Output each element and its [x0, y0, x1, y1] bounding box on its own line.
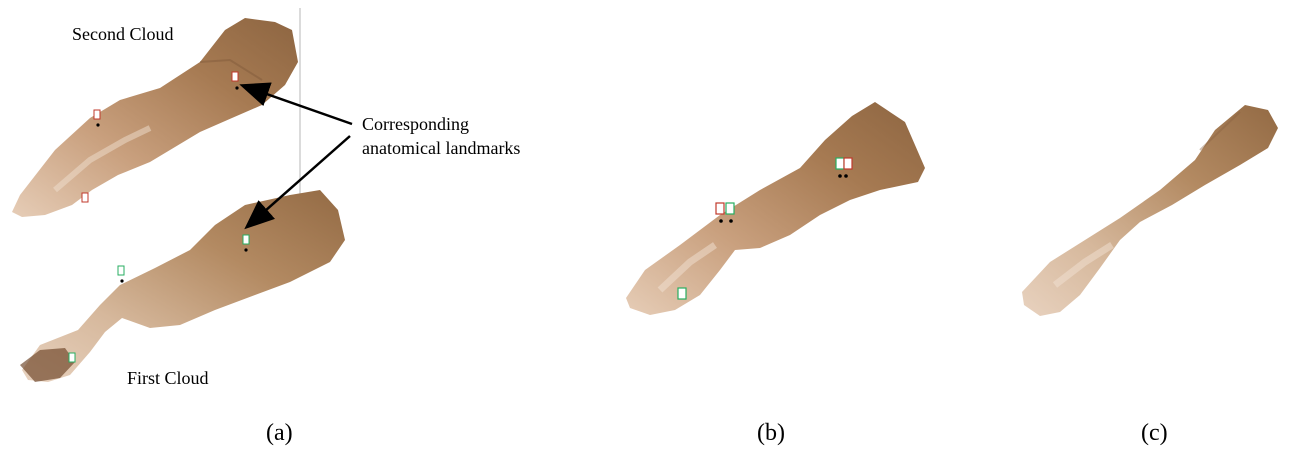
- annotation-line-1: Corresponding: [362, 114, 469, 134]
- registered-arm-with-landmarks: [626, 102, 925, 315]
- caption-a: (a): [266, 420, 293, 446]
- caption-b: (b): [757, 420, 785, 446]
- second-cloud-arm: [12, 18, 298, 217]
- annotation-line-2: anatomical landmarks: [362, 138, 520, 158]
- merged-arm: [1022, 105, 1278, 316]
- first-cloud-label: First Cloud: [127, 368, 209, 388]
- caption-c: (c): [1141, 420, 1168, 446]
- second-cloud-label: Second Cloud: [72, 24, 174, 44]
